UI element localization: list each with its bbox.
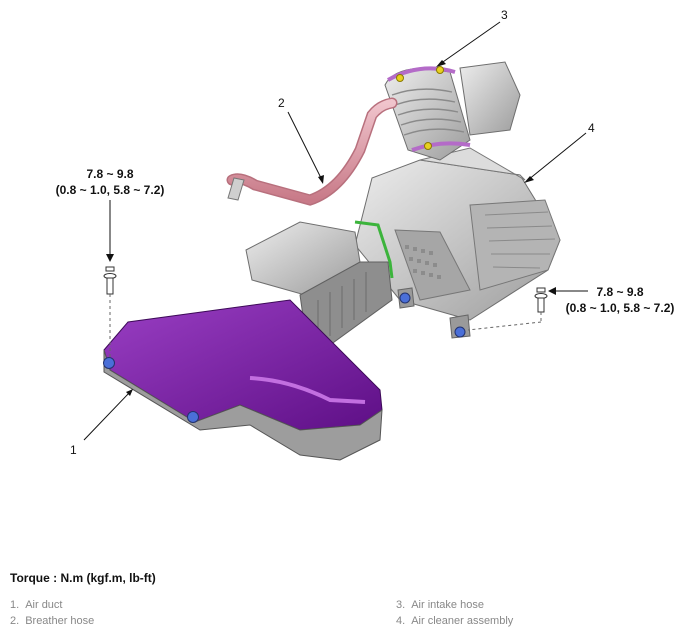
bolt-icon xyxy=(454,326,466,338)
legend-number: 2. xyxy=(10,615,20,627)
breather-hose xyxy=(226,97,398,206)
air-intake-hose xyxy=(384,61,521,161)
air-cleaner-assembly xyxy=(354,147,561,339)
bolt-icon xyxy=(187,411,199,423)
legend-number: 4. xyxy=(396,615,406,627)
bolt-left-icon xyxy=(103,266,117,358)
legend-item-breather-hose: 2. Breather hose xyxy=(10,615,100,627)
resonator xyxy=(245,221,393,346)
green-seal xyxy=(354,220,394,279)
callout-1: 1 xyxy=(70,443,77,457)
air-duct xyxy=(103,299,383,461)
legend-item-air-duct: 1. Air duct xyxy=(10,599,68,611)
callout-4: 4 xyxy=(588,121,595,135)
legend-label: Air cleaner assembly xyxy=(411,615,514,627)
callout-2-leader xyxy=(287,111,323,181)
callout-3-leader xyxy=(439,21,501,65)
callout-1-leader xyxy=(83,391,131,441)
air-cleaner-diagram: 7.8 ~ 9.8 (0.8 ~ 1.0, 5.8 ~ 7.2) 7.8 ~ 9… xyxy=(56,8,675,461)
torque-right-value: 7.8 ~ 9.8 xyxy=(596,285,643,299)
legend-label: Breather hose xyxy=(25,615,95,627)
bolt-icon xyxy=(399,292,411,304)
legend-item-air-intake-hose: 3. Air intake hose xyxy=(396,599,490,611)
legend-item-air-cleaner-assembly: 4. Air cleaner assembly xyxy=(396,615,519,627)
bolt-icon xyxy=(103,357,115,369)
callout-4-leader xyxy=(527,132,587,181)
torque-right-detail: (0.8 ~ 1.0, 5.8 ~ 7.2) xyxy=(566,301,675,315)
legend-number: 1. xyxy=(10,599,20,611)
legend-number: 3. xyxy=(396,599,406,611)
torque-heading: Torque : N.m (kgf.m, lb-ft) xyxy=(10,571,156,585)
legend-label: Air intake hose xyxy=(411,599,484,611)
legend-label: Air duct xyxy=(25,599,63,611)
bolt-right-icon xyxy=(467,287,548,331)
callout-3: 3 xyxy=(501,8,508,22)
torque-left-value: 7.8 ~ 9.8 xyxy=(86,167,133,181)
torque-left-detail: (0.8 ~ 1.0, 5.8 ~ 7.2) xyxy=(56,183,165,197)
callout-2: 2 xyxy=(278,96,285,110)
